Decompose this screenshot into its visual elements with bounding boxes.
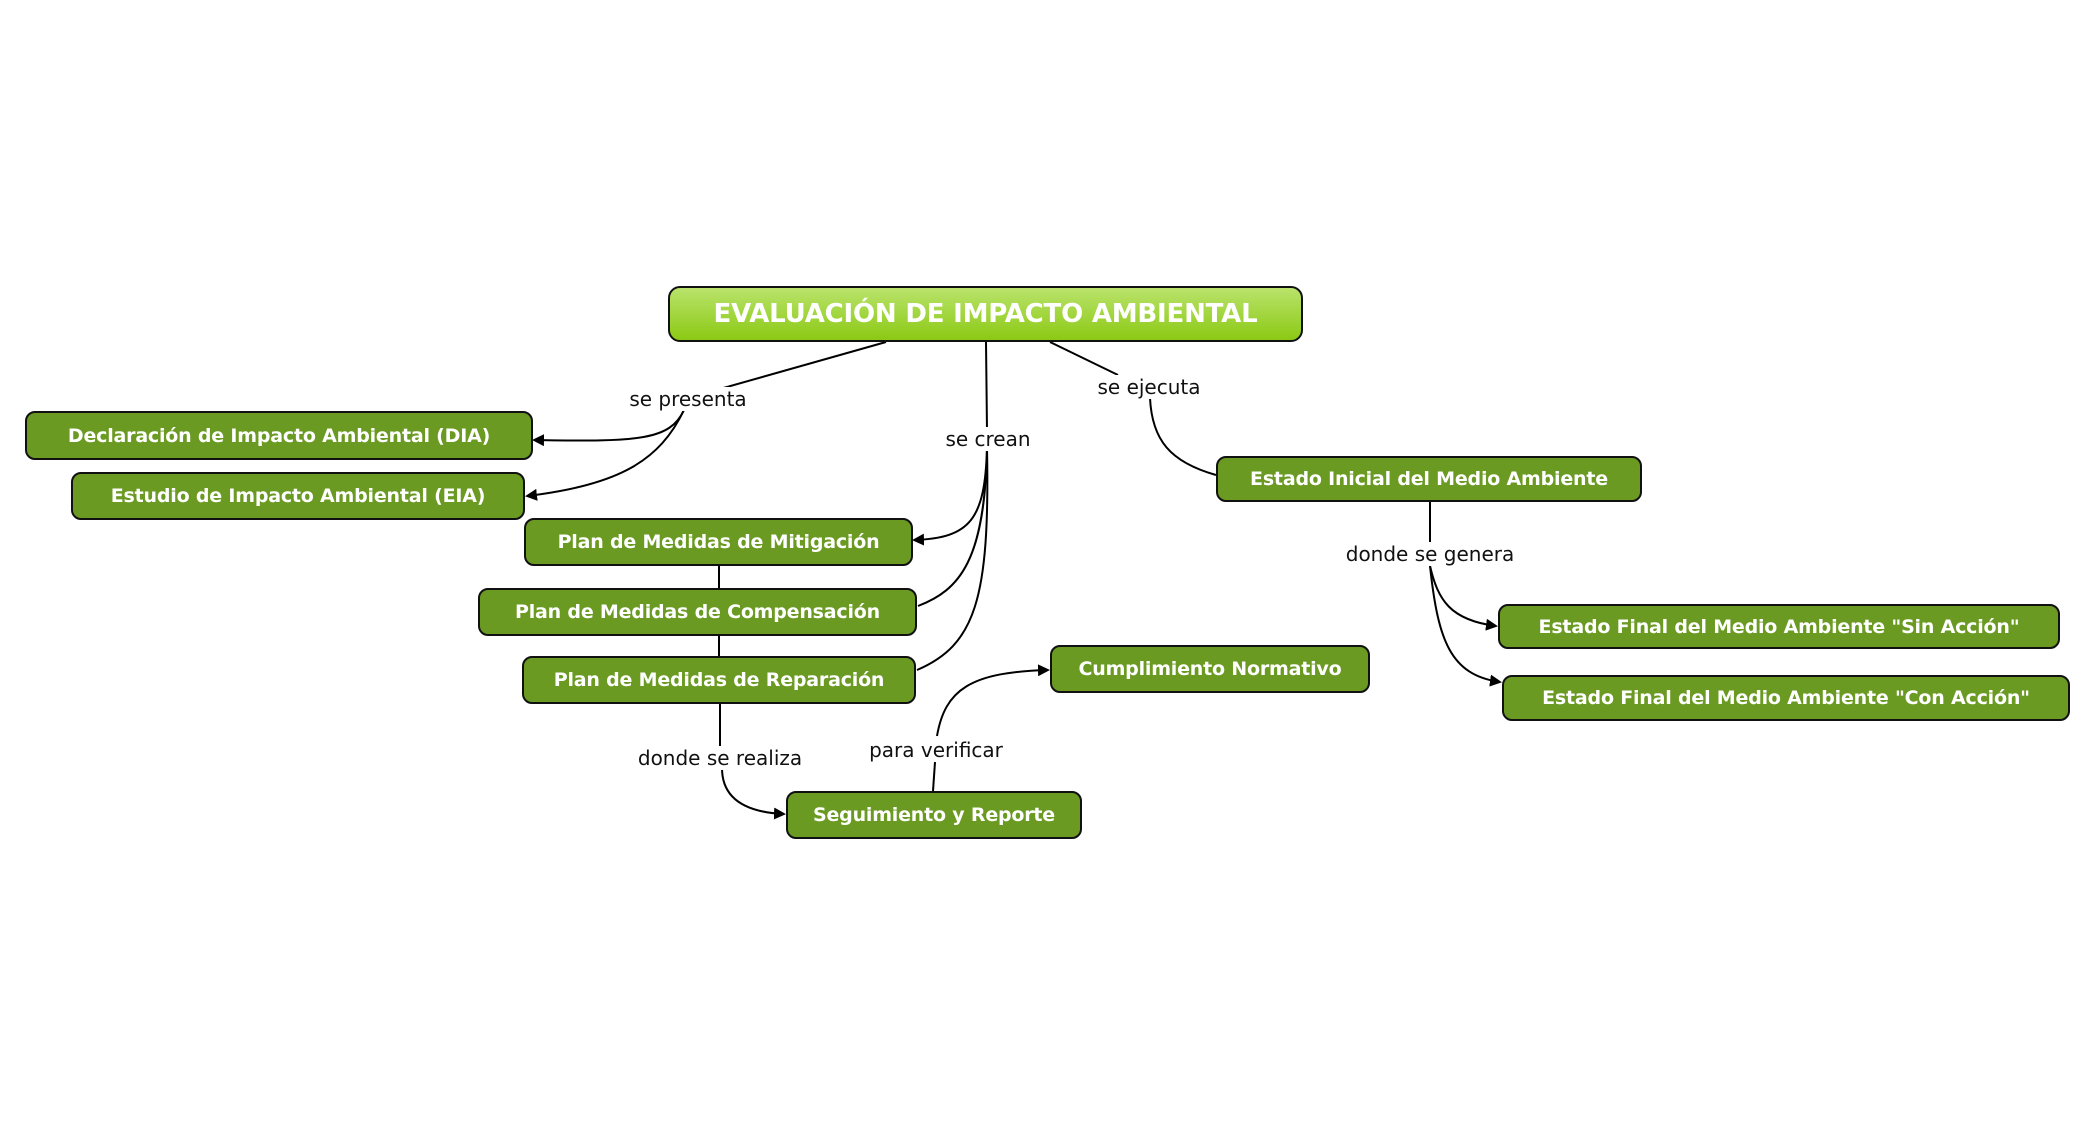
link-label-se-ejecuta: se ejecuta (1095, 375, 1203, 399)
node-reparacion[interactable]: Plan de Medidas de Reparación (522, 656, 916, 704)
edge-se-presenta-eia (525, 409, 685, 501)
edge-donde-se-genera-con-accion (1429, 565, 1502, 687)
edge-para-verificar-cumplimiento (936, 664, 1050, 737)
node-sin-accion[interactable]: Estado Final del Medio Ambiente "Sin Acc… (1498, 604, 2060, 649)
edge-se-crean-reparacion (916, 447, 989, 671)
root-node[interactable]: EVALUACIÓN DE IMPACTO AMBIENTAL (668, 286, 1303, 342)
node-mitigacion[interactable]: Plan de Medidas de Mitigación (524, 518, 913, 566)
node-dia[interactable]: Declaración de Impacto Ambiental (DIA) (25, 411, 533, 460)
edge-se-ejecuta-estado-inicial (1149, 397, 1217, 476)
edge-se-crean-compensacion (917, 447, 988, 607)
link-label-se-presenta: se presenta (627, 387, 749, 411)
edge-se-crean-mitigacion (912, 447, 988, 546)
edge-donde-se-genera-sin-accion (1429, 565, 1498, 631)
node-eia[interactable]: Estudio de Impacto Ambiental (EIA) (71, 472, 525, 520)
node-cumplimiento[interactable]: Cumplimiento Normativo (1050, 645, 1370, 693)
node-seguimiento[interactable]: Seguimiento y Reporte (786, 791, 1082, 839)
edge-donde-se-realiza-seguimiento (721, 767, 786, 820)
edge-root-se-ejecuta (1049, 341, 1119, 376)
node-estado-inicial[interactable]: Estado Inicial del Medio Ambiente (1216, 456, 1642, 502)
node-con-accion[interactable]: Estado Final del Medio Ambiente "Con Acc… (1502, 675, 2070, 721)
edge-se-presenta-dia (532, 409, 685, 447)
node-compensacion[interactable]: Plan de Medidas de Compensación (478, 588, 917, 636)
link-label-donde-se-realiza: donde se realiza (635, 746, 805, 770)
link-label-se-crean: se crean (943, 427, 1033, 451)
link-label-para-verificar: para verificar (867, 738, 1005, 762)
edge-seguimiento-para-verificar (932, 761, 936, 792)
link-label-donde-se-genera: donde se genera (1343, 542, 1517, 566)
edge-root-se-crean (985, 341, 988, 431)
